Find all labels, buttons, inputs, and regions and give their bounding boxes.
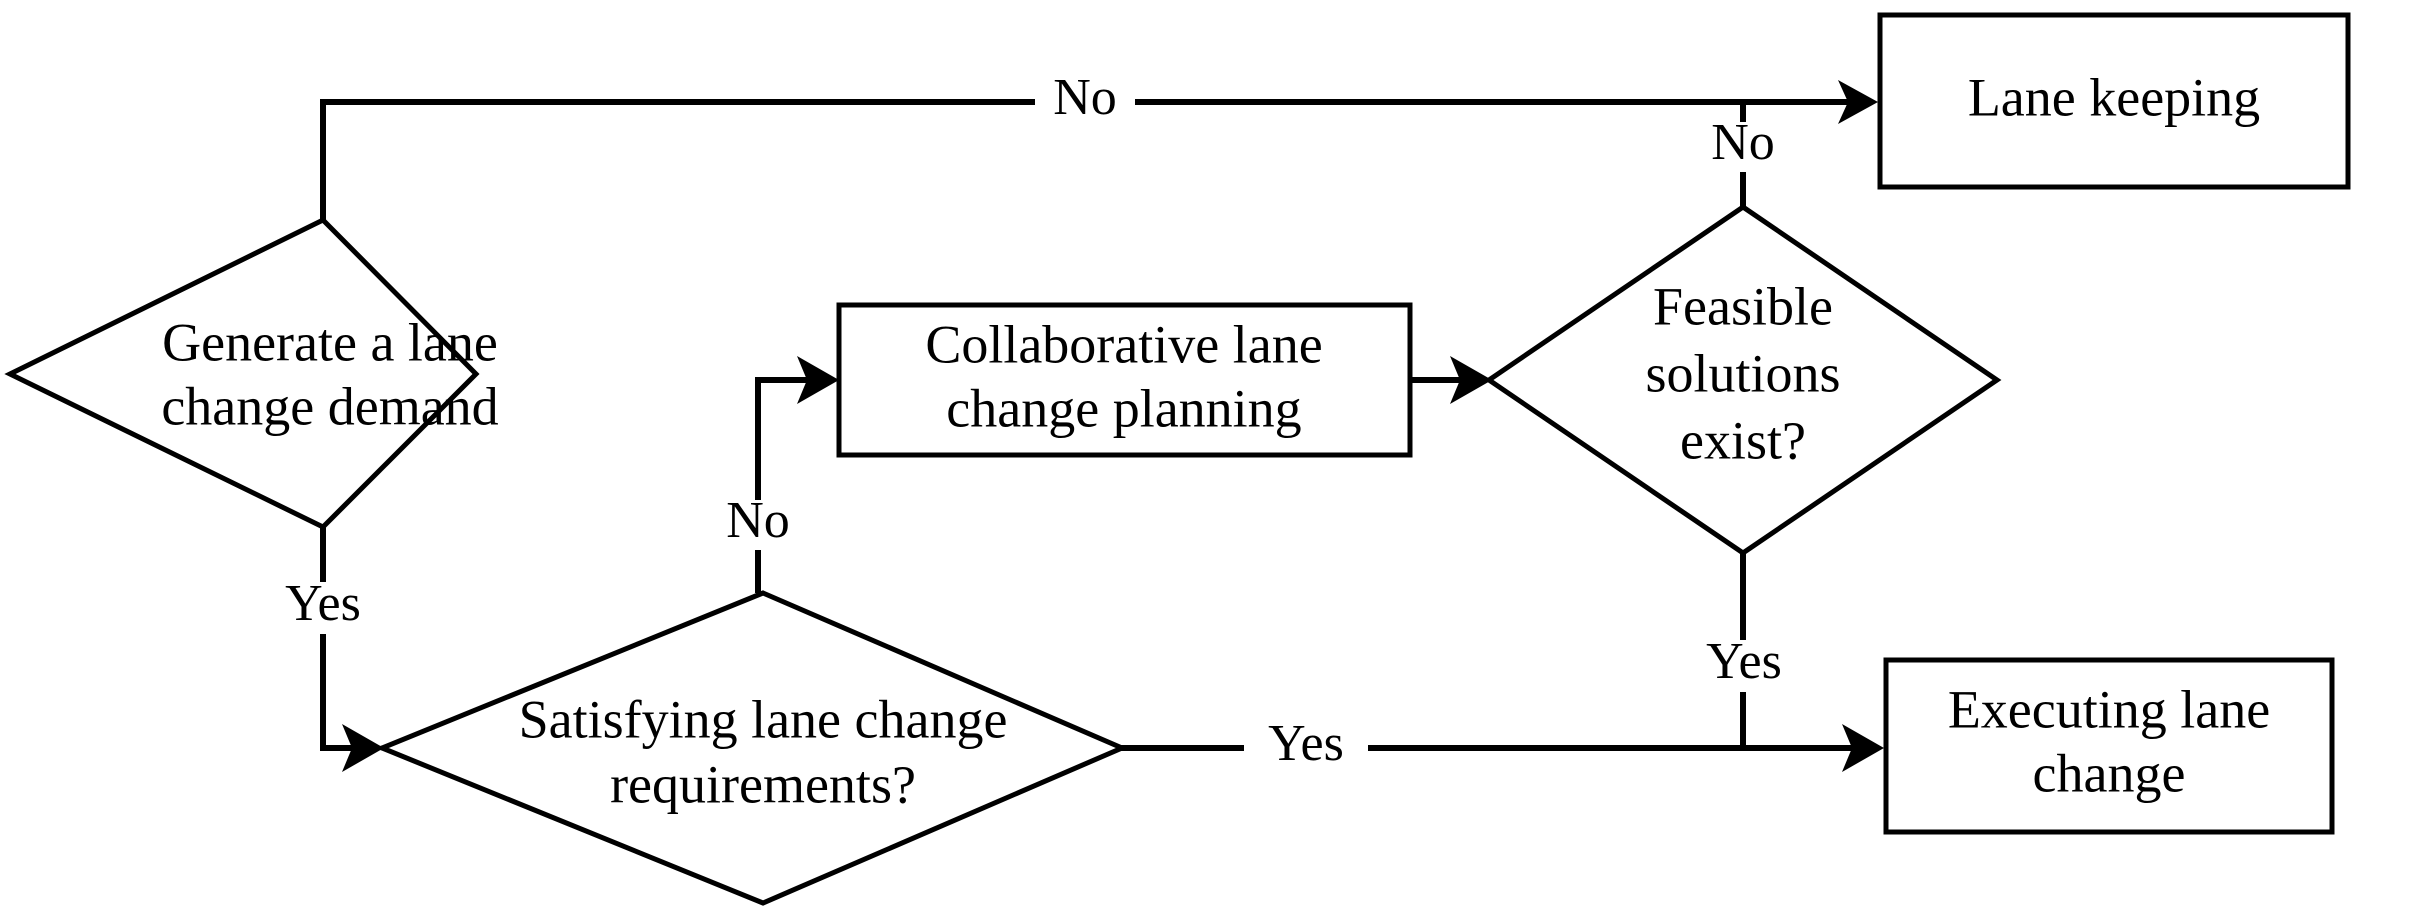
edge-path: [320, 527, 372, 751]
node-feasible-solutions-exist[interactable]: Feasible solutions exist?: [1484, 203, 2002, 557]
node-collaborative-lane-change-planning[interactable]: Collaborative lane change planning: [836, 302, 1413, 458]
diamond-shape: [1484, 203, 2002, 557]
edge-label-text: Yes: [1268, 715, 1344, 772]
node-label-line1: Satisfying lane change: [519, 689, 1008, 749]
label-backdrop: [1244, 722, 1368, 774]
diamond-shape: [4, 216, 480, 531]
node-label-line2: solutions: [1645, 343, 1840, 403]
arrowhead-icon: [1842, 724, 1884, 772]
node-lane-keeping[interactable]: Lane keeping: [1877, 12, 2351, 190]
node-generate-lane-change-demand[interactable]: Generate a lane change demand: [4, 216, 499, 531]
edge-demand-yes-to-requirements: [320, 527, 384, 772]
edge-label-feasible-yes: Yes: [1684, 633, 1804, 692]
edge-path: [320, 99, 1868, 220]
node-label-line3: exist?: [1680, 410, 1806, 470]
node-label-line1: Feasible: [1653, 276, 1833, 336]
label-backdrop: [708, 500, 808, 550]
edge-label-requirements-no: No: [708, 492, 808, 550]
arrowhead-icon: [1450, 356, 1492, 404]
edge-label-text: No: [726, 492, 790, 549]
rect-shape: [1877, 12, 2351, 190]
node-label-line1: Collaborative lane: [925, 314, 1322, 374]
node-label-line1: Generate a lane: [162, 312, 498, 372]
edge-label-requirements-yes: Yes: [1244, 715, 1368, 774]
edge-demand-no-to-lane-keeping: [320, 80, 1878, 220]
label-backdrop: [1684, 640, 1804, 692]
node-label-line2: change demand: [161, 376, 498, 436]
edge-label-text: Yes: [1706, 633, 1782, 690]
edge-label-demand-yes: Yes: [265, 575, 381, 634]
node-executing-lane-change[interactable]: Executing lane change: [1883, 657, 2335, 835]
arrowhead-icon: [1838, 80, 1878, 124]
edge-label-demand-no: No: [1035, 69, 1135, 126]
label-backdrop: [1035, 78, 1135, 126]
rect-shape: [836, 302, 1413, 458]
diamond-shape: [375, 590, 1129, 906]
edge-label-feasible-no: No: [1693, 114, 1793, 172]
node-satisfying-lane-change-requirements[interactable]: Satisfying lane change requirements?: [375, 590, 1129, 906]
node-label-line2: change planning: [946, 378, 1301, 438]
arrowhead-icon: [797, 356, 839, 404]
edge-label-text: No: [1053, 69, 1117, 126]
node-label-line1: Lane keeping: [1968, 67, 2260, 127]
edge-label-text: No: [1711, 114, 1775, 171]
edge-label-text: Yes: [285, 575, 361, 632]
node-label-line2: change: [2033, 743, 2186, 803]
label-backdrop: [265, 582, 381, 634]
node-label-line2: requirements?: [610, 754, 916, 814]
arrowhead-icon: [342, 724, 384, 772]
edge-path: [755, 377, 827, 593]
rect-shape: [1883, 657, 2335, 835]
edge-requirements-no-to-planning: [755, 356, 839, 593]
edge-planning-to-feasible: [1410, 356, 1492, 404]
label-backdrop: [1693, 122, 1793, 172]
node-label-line1: Executing lane: [1948, 679, 2270, 739]
